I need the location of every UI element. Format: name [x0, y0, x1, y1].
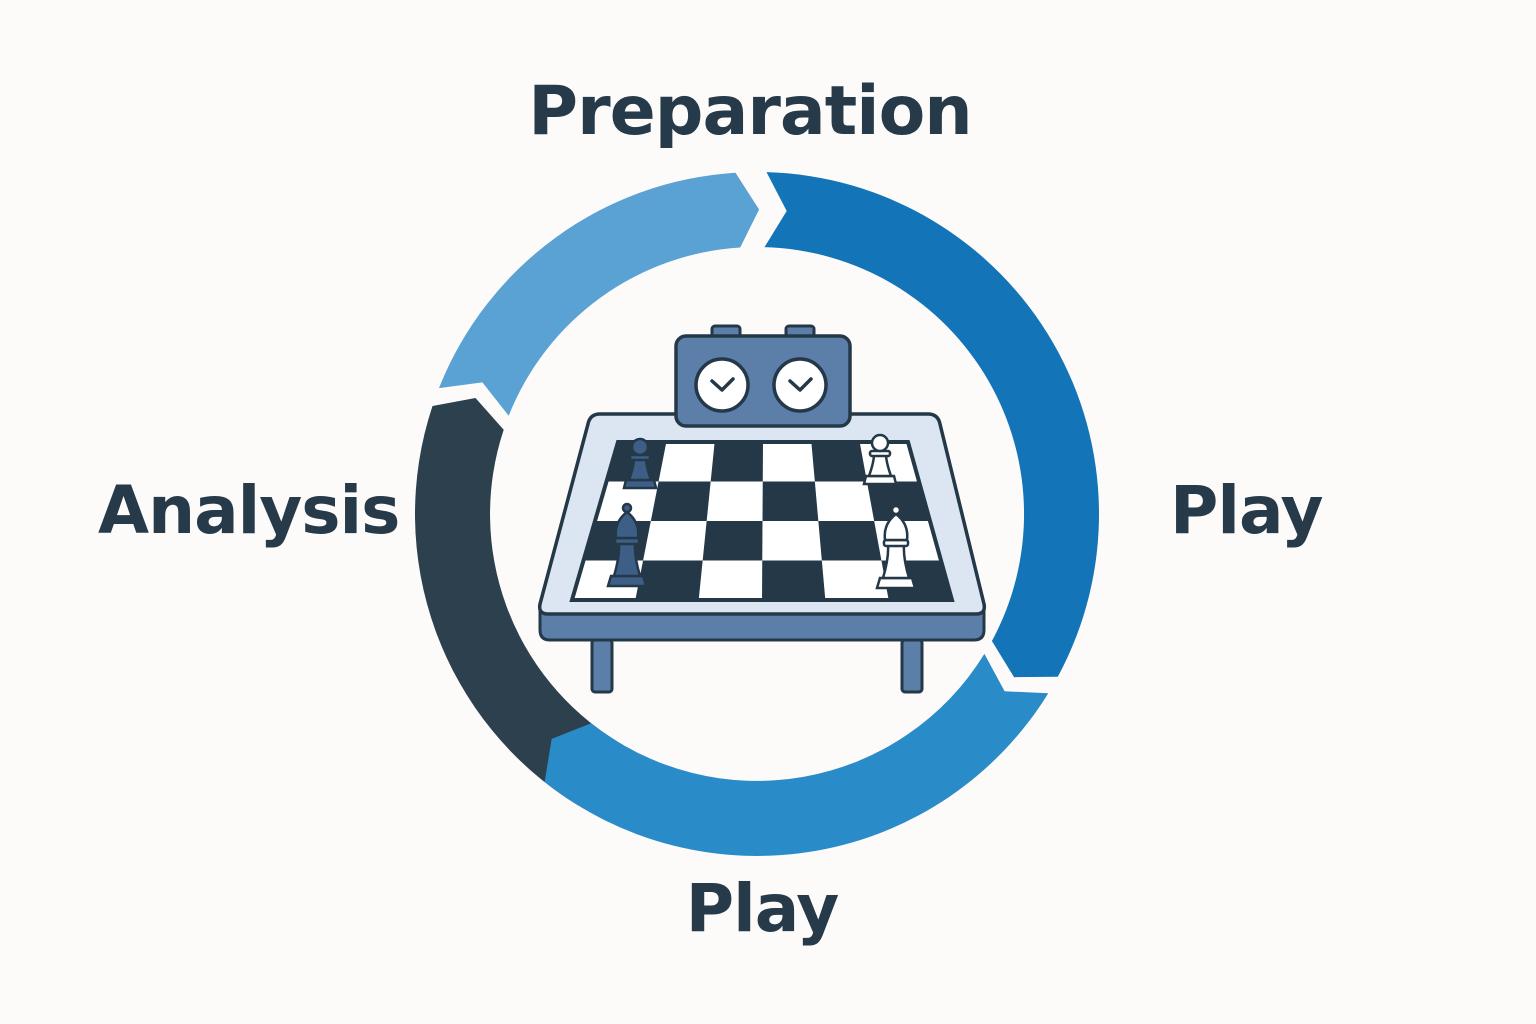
- black-queen-icon: [606, 502, 648, 588]
- table-legs: [590, 638, 924, 694]
- arrow-preparation-icon: [439, 172, 760, 416]
- stage-label-play-bottom: Play: [685, 870, 840, 947]
- stage-label-preparation: Preparation: [528, 72, 972, 151]
- black-pawn-icon: [622, 437, 658, 490]
- chess-clock-icon: [674, 324, 852, 428]
- arrow-analysis-icon: [414, 398, 618, 806]
- white-pawn-icon: [862, 433, 898, 486]
- chess-board-icon: [569, 440, 955, 602]
- stage-label-play-right: Play: [1170, 472, 1324, 549]
- stage-label-analysis: Analysis: [98, 472, 400, 549]
- arrow-play-bottom-icon: [544, 653, 1049, 856]
- chess-illustration: [537, 324, 987, 694]
- arrow-play-right-icon: [764, 172, 1099, 678]
- cycle-ring: [414, 172, 1099, 856]
- white-king-icon: [875, 504, 917, 590]
